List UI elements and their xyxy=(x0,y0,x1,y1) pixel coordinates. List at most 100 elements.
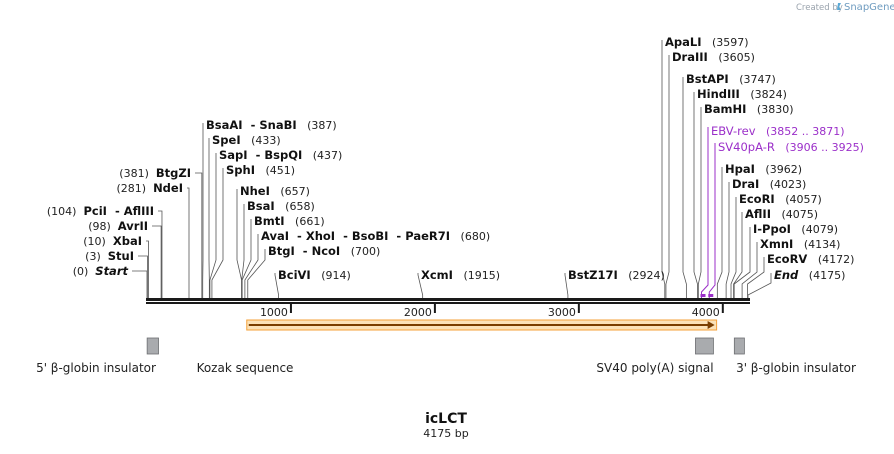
site-label-bsaai[interactable]: BsaAI - SnaBI (387) xyxy=(206,118,337,132)
site-label-sapi[interactable]: SapI - BspQI (437) xyxy=(219,148,342,162)
site-position: (4134) xyxy=(804,238,841,251)
site-name: SpeI xyxy=(212,133,241,147)
site-label-bsai[interactable]: BsaI (658) xyxy=(247,199,315,213)
site-label-apali[interactable]: ApaLI (3597) xyxy=(665,35,749,49)
site-position: (3597) xyxy=(712,36,749,49)
site-label-xbai[interactable]: (10) XbaI xyxy=(83,234,142,248)
brand-text: SnapGene xyxy=(844,2,894,13)
site-label-ecori[interactable]: EcoRI (4057) xyxy=(739,192,822,206)
site-name: DraIII xyxy=(672,50,708,64)
site-label-avai[interactable]: AvaI - XhoI - BsoBI - PaeR7I (680) xyxy=(261,229,490,243)
site-label-bmti[interactable]: BmtI (661) xyxy=(254,214,325,228)
primer-gap xyxy=(775,141,786,154)
site-name: PaeR7I xyxy=(405,229,450,243)
site-name: SnaBI xyxy=(259,118,296,132)
site-label-text: DraIII (3605) xyxy=(672,50,755,64)
site-label-text: I-PpoI (4079) xyxy=(753,222,838,236)
site-name: BsaAI xyxy=(206,118,243,132)
site-name: DraI xyxy=(732,177,759,191)
site-label-text: SphI (451) xyxy=(226,163,295,177)
site-label-bstapi[interactable]: BstAPI (3747) xyxy=(686,72,776,86)
site-position: (3747) xyxy=(739,73,776,86)
site-label-hindiii[interactable]: HindIII (3824) xyxy=(697,87,787,101)
site-gap xyxy=(740,88,751,101)
site-label-avrii[interactable]: (98) AvrII xyxy=(88,219,148,233)
site-leader xyxy=(734,212,742,298)
site-gap xyxy=(285,215,296,228)
site-name: AvrII xyxy=(118,219,148,233)
site-name: SphI xyxy=(226,163,255,177)
site-label-text: BstZ17I (2924) xyxy=(568,268,665,282)
site-label-start[interactable]: (0) Start xyxy=(73,264,129,278)
site-label-bstz17i[interactable]: BstZ17I (2924) xyxy=(568,268,665,282)
site-label-text: (0) Start xyxy=(73,264,129,278)
site-label-ndei[interactable]: (281) NdeI xyxy=(116,181,183,195)
primer-name: SV40pA-R xyxy=(718,140,775,154)
site-gap xyxy=(453,269,464,282)
site-leader xyxy=(237,189,242,298)
site-label-text: EcoRV (4172) xyxy=(767,252,854,266)
site-position: (2924) xyxy=(628,269,665,282)
feature-4[interactable]: 3' β-globin insulator xyxy=(734,338,856,375)
site-position: (4079) xyxy=(801,223,838,236)
site-label-hpai[interactable]: HpaI (3962) xyxy=(725,162,802,176)
site-separator: - xyxy=(289,229,306,243)
site-position: (4023) xyxy=(770,178,807,191)
site-label-draiii[interactable]: DraIII (3605) xyxy=(672,50,755,64)
site-name: ApaLI xyxy=(665,35,702,49)
site-label-aflii[interactable]: AflII (4075) xyxy=(745,207,818,221)
site-label-pcii[interactable]: (104) PciI - AflIII xyxy=(47,204,154,218)
site-label-text: (104) PciI - AflIII xyxy=(47,204,154,218)
site-label-end[interactable]: End (4175) xyxy=(774,268,845,282)
site-position: (4175) xyxy=(809,269,846,282)
primer-leader xyxy=(702,127,708,298)
site-name: StuI xyxy=(108,249,134,263)
site-position: (387) xyxy=(307,119,337,132)
site-gap xyxy=(771,208,782,221)
ruler-tick-label: 2000 xyxy=(404,306,432,319)
site-position: (104) xyxy=(47,205,77,218)
site-separator: - xyxy=(243,118,260,132)
site-leader xyxy=(152,226,161,298)
site-name: SapI xyxy=(219,148,248,162)
site-label-stui[interactable]: (3) StuI xyxy=(85,249,134,263)
site-position: (281) xyxy=(116,182,146,195)
site-label-xmni[interactable]: XmnI (4134) xyxy=(760,237,840,251)
primer-label-1[interactable]: EBV-rev (3852 .. 3871) xyxy=(711,124,845,138)
dna-backbone xyxy=(146,298,750,304)
feature-1[interactable]: 5' β-globin insulator xyxy=(36,338,158,375)
site-name: NcoI xyxy=(312,244,341,258)
orf-arrow[interactable] xyxy=(247,320,717,330)
site-position: (661) xyxy=(295,215,325,228)
primer-label-2[interactable]: SV40pA-R (3906 .. 3925) xyxy=(718,140,864,154)
site-name: NheI xyxy=(240,184,270,198)
site-gap xyxy=(746,103,757,116)
site-label-text: BamHI (3830) xyxy=(704,102,794,116)
site-label-bamhi[interactable]: BamHI (3830) xyxy=(704,102,794,116)
site-label-btgi[interactable]: BtgI - NcoI (700) xyxy=(268,244,380,258)
feature-3[interactable]: SV40 poly(A) signal xyxy=(596,338,713,375)
site-label-text: BsaI (658) xyxy=(247,199,315,213)
site-label-drai[interactable]: DraI (4023) xyxy=(732,177,806,191)
site-gap xyxy=(340,245,351,258)
site-gap xyxy=(76,205,83,218)
site-name: BsaI xyxy=(247,199,275,213)
site-label-xcmi[interactable]: XcmI (1915) xyxy=(421,268,500,282)
site-label-nhei[interactable]: NheI (657) xyxy=(240,184,310,198)
site-name: BsoBI xyxy=(352,229,389,243)
site-label-bcivi[interactable]: BciVI (914) xyxy=(278,268,351,282)
site-label-ecorv[interactable]: EcoRV (4172) xyxy=(767,252,854,266)
site-gap xyxy=(270,185,281,198)
site-label-sphi[interactable]: SphI (451) xyxy=(226,163,295,177)
feature-2[interactable]: Kozak sequence xyxy=(197,361,294,375)
backbone-bottom-strand xyxy=(146,302,750,304)
site-label-i-ppoi[interactable]: I-PpoI (4079) xyxy=(753,222,838,236)
site-leader xyxy=(662,40,665,298)
primer-label-text: EBV-rev (3852 .. 3871) xyxy=(711,124,845,138)
primer-name: EBV-rev xyxy=(711,124,756,138)
site-leader xyxy=(212,168,223,298)
site-label-btgzi[interactable]: (381) BtgZI xyxy=(119,166,191,180)
snapgene-credit[interactable]: Created by SnapGene xyxy=(796,2,894,13)
site-label-spei[interactable]: SpeI (433) xyxy=(212,133,281,147)
